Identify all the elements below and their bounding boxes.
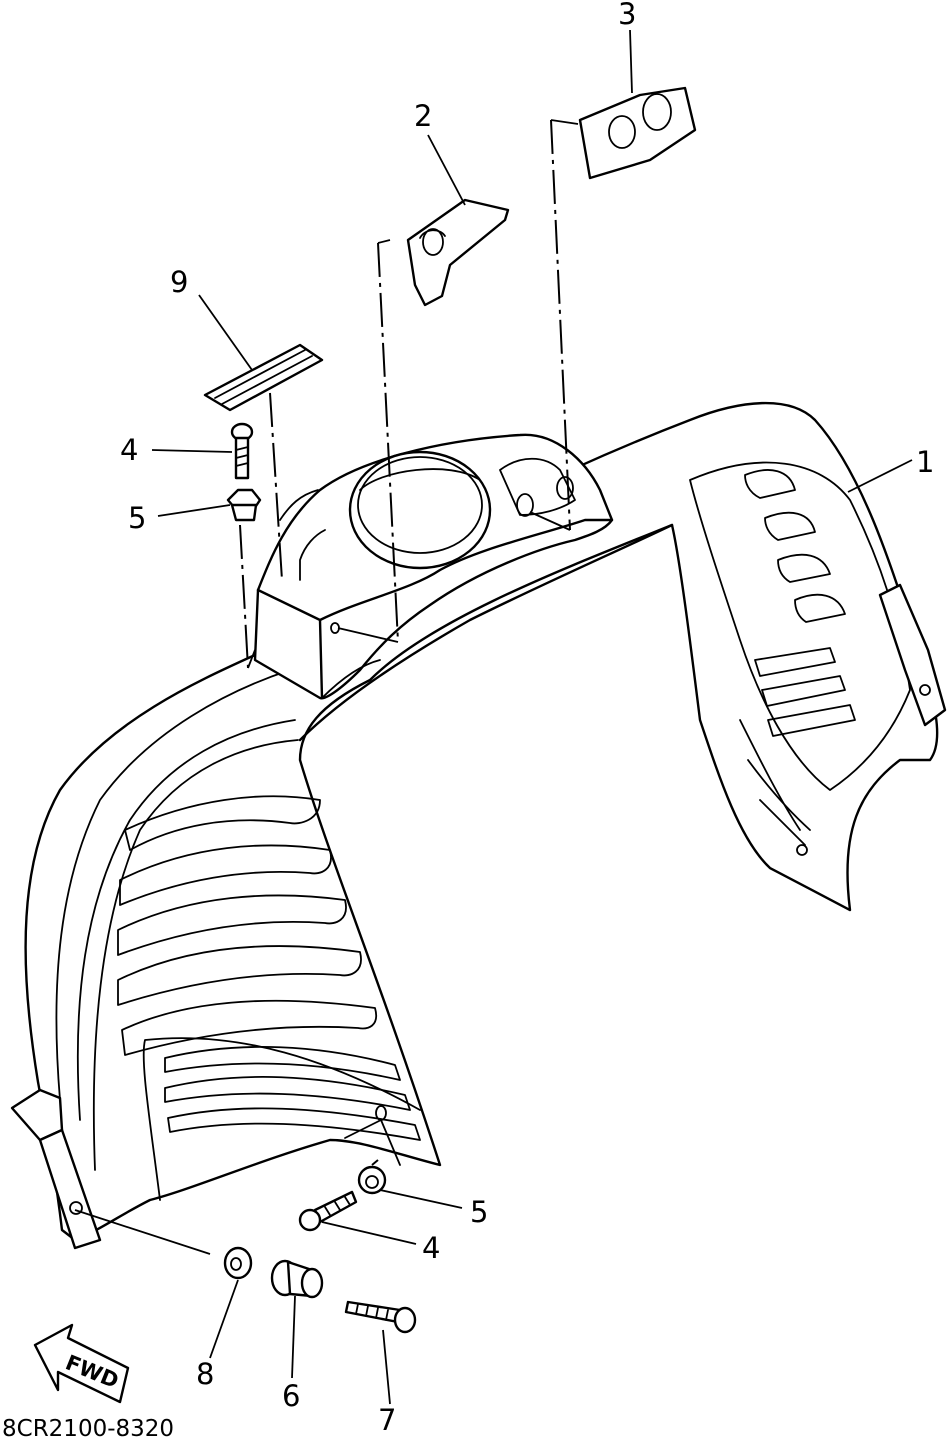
forward-direction-arrow: FWD [33,1323,130,1404]
callout-2: 2 [414,99,432,133]
washer-part-8 [223,1246,253,1280]
seal-strip-part-9 [203,343,324,412]
front-cowling-part-1 [10,401,947,1250]
callout-labels: 1 2 3 4 5 9 5 4 8 6 7 [120,0,934,1437]
callout-6: 6 [282,1379,300,1413]
callout-5-lower: 5 [470,1195,488,1229]
callout-4-top: 4 [120,433,138,467]
nut-part-5-lower [357,1165,387,1195]
callout-4-lower: 4 [422,1231,440,1265]
screw-part-7 [344,1300,417,1334]
drawing-code: 8CR2100-8320 [2,1416,174,1442]
bracket-part-2 [406,198,510,307]
bolt-part-4-lower [298,1190,358,1232]
meter-housing [253,433,614,700]
callout-7: 7 [378,1403,396,1437]
leader-lines [74,29,913,1405]
grommet-part-6 [270,1259,324,1299]
callout-9: 9 [170,265,188,299]
callout-1: 1 [916,445,934,479]
assembly-lines [239,119,579,1166]
bolt-part-4-top [230,422,254,480]
callout-3: 3 [618,0,636,31]
callout-8: 8 [196,1357,214,1391]
plate-part-3 [578,86,697,180]
callout-5-top: 5 [128,501,146,535]
nut-part-5-top [226,488,262,522]
